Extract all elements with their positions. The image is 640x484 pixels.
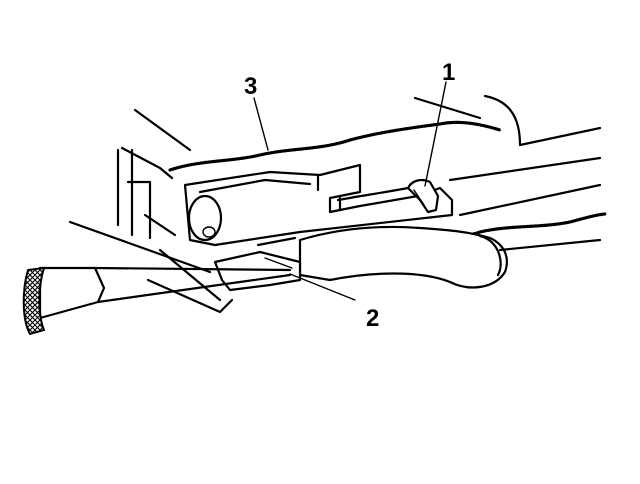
callout-2: 2 bbox=[366, 305, 379, 332]
wire-lead bbox=[298, 225, 602, 289]
callout-3: 3 bbox=[244, 73, 257, 100]
callout-1: 1 bbox=[442, 59, 455, 86]
terminal-cavity bbox=[183, 163, 454, 247]
terminal-blade bbox=[213, 236, 302, 292]
terminal-barrel bbox=[187, 194, 223, 242]
locking-tang bbox=[406, 178, 440, 214]
release-tool bbox=[22, 220, 292, 336]
callout-leaders bbox=[253, 81, 447, 301]
connector-body-upper bbox=[413, 94, 602, 217]
leader-2 bbox=[289, 273, 356, 301]
leader-3 bbox=[253, 97, 269, 151]
leader-1 bbox=[424, 81, 447, 187]
